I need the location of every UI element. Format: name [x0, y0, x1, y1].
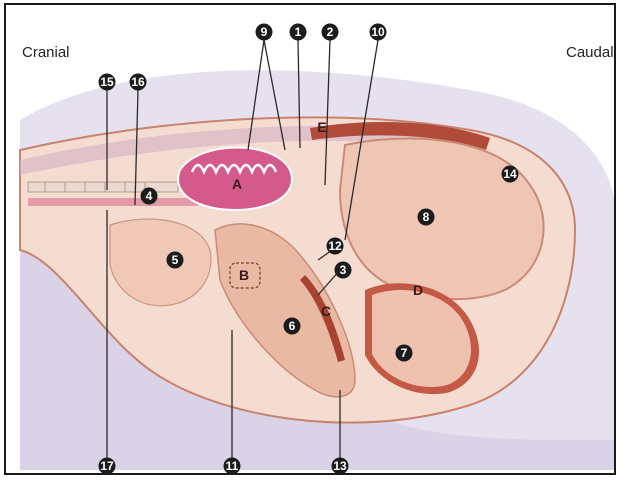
- frame-border: [4, 3, 616, 475]
